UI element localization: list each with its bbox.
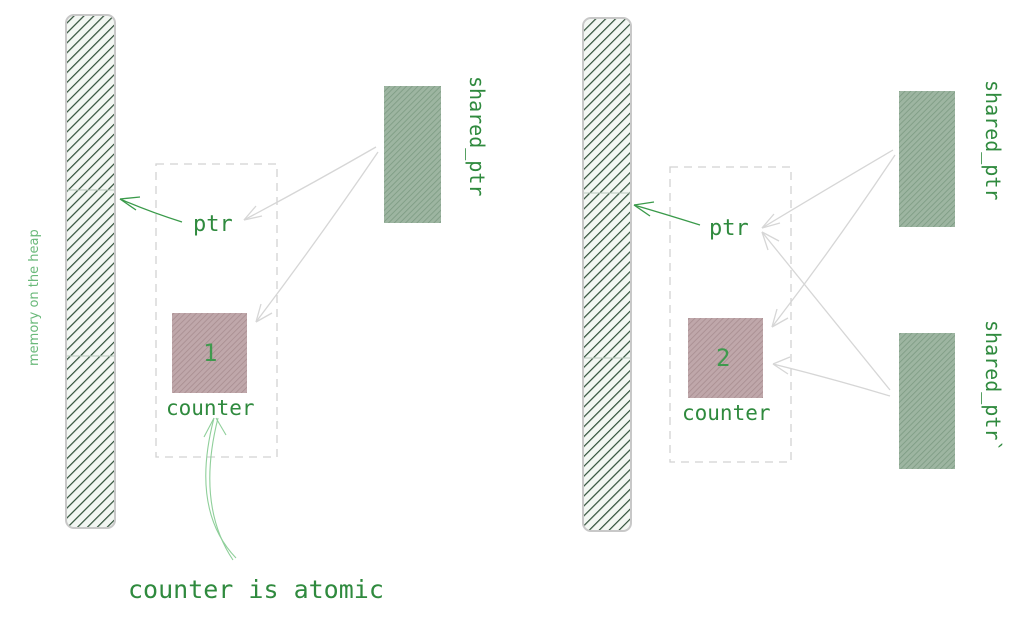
counter-label: counter xyxy=(166,396,255,420)
counter-box: 2 xyxy=(688,318,763,398)
ptr-label: ptr xyxy=(709,216,749,241)
shared-ptr-to-counter-arrow xyxy=(255,151,379,323)
atomic-note: counter is atomic xyxy=(128,575,384,604)
heap-memory-column xyxy=(582,17,632,532)
heap-label: memory on the heap xyxy=(27,229,42,366)
counter-label: counter xyxy=(682,401,771,425)
ptr-label: ptr xyxy=(193,212,233,237)
shared-ptr-label: shared_ptr xyxy=(465,76,489,196)
ptr-to-heap-arrow xyxy=(119,196,183,223)
counter-box: 1 xyxy=(172,313,247,393)
shared-ptr-to-counter-arrow xyxy=(771,154,896,328)
shared-ptr-copy-label: shared_ptr` xyxy=(981,320,1005,452)
shared-ptr-copy-to-ptr-arrow xyxy=(761,231,891,391)
counter-value: 2 xyxy=(716,344,730,372)
shared-ptr-copy-to-counter-arrow xyxy=(772,356,891,397)
atomic-note-arrow xyxy=(203,417,237,561)
shared-ptr-copy-box xyxy=(899,333,955,469)
right-panel: ptr 2 counter shared_ptr shared_ptr` xyxy=(582,17,1005,532)
counter-value: 1 xyxy=(203,339,217,367)
shared-ptr-box xyxy=(899,91,955,227)
left-panel: memory on the heap ptr 1 counter shared_… xyxy=(27,14,489,604)
heap-memory-column xyxy=(65,14,116,529)
shared-ptr-label: shared_ptr xyxy=(981,80,1005,200)
shared-ptr-to-ptr-arrow xyxy=(243,146,377,221)
shared-ptr-box xyxy=(384,86,441,223)
shared-ptr-to-ptr-arrow xyxy=(761,149,894,229)
control-block-outline xyxy=(669,166,792,463)
control-block-outline xyxy=(155,163,278,458)
ptr-to-heap-arrow xyxy=(633,201,701,226)
